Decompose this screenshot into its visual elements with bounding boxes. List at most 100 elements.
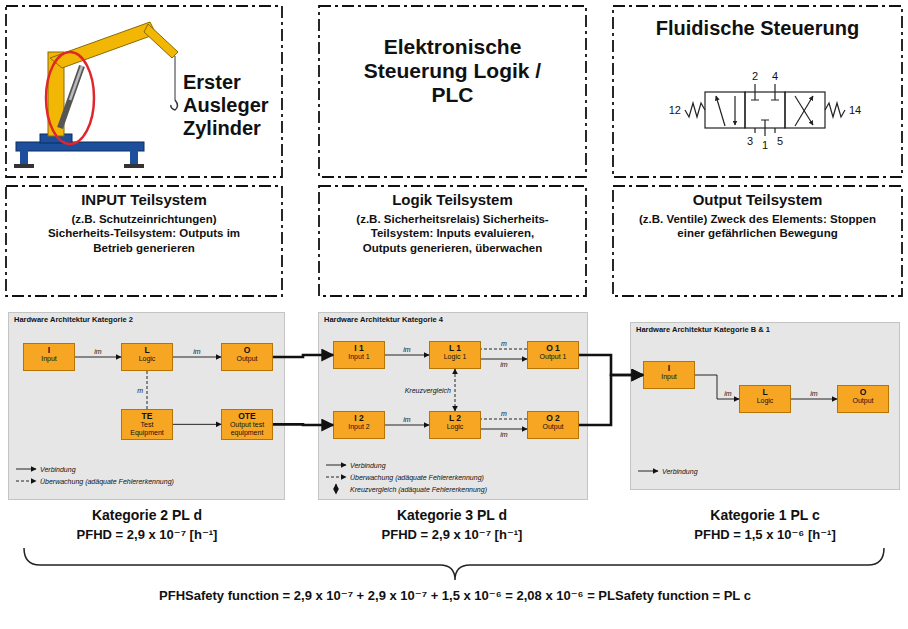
category-label: PFHD = 2,9 x 10⁻⁷ [h⁻¹] (382, 528, 523, 542)
node-heading: O (840, 388, 886, 397)
block-box: LLogic (739, 385, 791, 413)
block-box: L 2Logic (429, 411, 481, 439)
crane-illustration (171, 100, 178, 110)
node-heading: Erster Ausleger Zylinder (183, 71, 277, 140)
edge-label: im (499, 431, 508, 438)
node-body: Output 1 (530, 353, 576, 361)
component-box: Fluidische Steuerung (612, 5, 903, 178)
block-box: I 2Input 2 (333, 411, 385, 439)
crane-illustration (14, 22, 178, 168)
node-heading: TE (124, 412, 170, 421)
block-box: IInput (23, 343, 75, 371)
crane-illustration (50, 22, 156, 68)
legend-sample (325, 483, 347, 495)
architecture-panel: Hardware Architektur Kategorie 2 IInput LL… (8, 312, 285, 500)
node-body: Input 2 (336, 423, 382, 431)
connector (273, 355, 333, 357)
node-body: (z.B. Sicherheitsrelais) Sicherheits-Tei… (348, 212, 558, 255)
node-heading: Hardware Architektur Kategorie B & 1 (636, 326, 894, 334)
block-box: OOutput (221, 343, 273, 371)
node-heading: L (742, 388, 788, 397)
node-body: Logic (124, 355, 170, 363)
node-heading: I (26, 346, 72, 355)
dash-dot-outline (5, 5, 283, 178)
node-heading: Elektronische Steuerung Logik / PLC (364, 35, 542, 107)
category-label: Kategorie 3 PL d (397, 508, 507, 523)
port-number: 3 (747, 135, 753, 147)
dash-dot-outline (319, 6, 586, 177)
legend-text: Überwachung (adäquate Fehlererkennung) (350, 474, 484, 481)
dash-dot-outline (319, 186, 586, 296)
legend-item: Verbindung (637, 465, 698, 477)
node-heading: O 1 (530, 344, 576, 353)
legend-text: Verbindung (40, 466, 76, 473)
category-label: Kategorie 1 PL c (710, 508, 819, 523)
edge-label: Kreuzvergleich (404, 387, 452, 394)
legend-sample (16, 469, 36, 470)
subsystem-box: Logik Teilsystem(z.B. Sicherheitsrelais)… (318, 185, 587, 297)
edge-label: im (192, 348, 201, 355)
node-body: (z.B. Ventile) Zweck des Elements: Stopp… (635, 212, 880, 241)
crane-illustration (144, 24, 178, 58)
valve-symbol (734, 96, 735, 125)
valve-symbol (705, 92, 745, 128)
legend-item: Verbindung (15, 463, 76, 475)
edge-label: m (136, 387, 144, 394)
block-box: IInput (643, 361, 695, 389)
legend-text: Verbindung (662, 468, 698, 475)
summation-bracket (24, 548, 884, 580)
block-box: LLogic (121, 343, 173, 371)
node-body: Output (224, 355, 270, 363)
valve-symbol (825, 103, 845, 117)
connector (173, 357, 221, 358)
architecture-panel: Hardware Architektur Kategorie B & 1 IInp… (630, 322, 900, 490)
block-box: I 1Input 1 (333, 341, 385, 369)
valve-symbol (745, 92, 785, 128)
connector (579, 355, 643, 375)
legend-sample (326, 465, 346, 466)
node-body: Logic 1 (432, 353, 478, 361)
legend-sample (637, 465, 659, 477)
architecture-panel: Hardware Architektur Kategorie 4 I 1Input… (318, 312, 588, 500)
valve-symbol (685, 84, 845, 136)
dash-dot-outline (6, 6, 282, 177)
block-box: O 2Output (527, 411, 579, 439)
edge-label: im (723, 390, 732, 397)
edge-label: m (500, 410, 508, 417)
legend-text: Kreuzvergleich (adäquate Fehlererkennung… (350, 486, 487, 493)
valve-symbol (795, 96, 813, 125)
edge-label: im (402, 346, 411, 353)
connector-group (75, 349, 837, 429)
node-heading: L 1 (432, 344, 478, 353)
dash-dot-outline (613, 186, 902, 296)
node-heading: L 2 (432, 414, 478, 423)
connector (791, 399, 837, 400)
legend-sample (16, 481, 36, 482)
connector (481, 419, 527, 420)
connector (455, 369, 456, 411)
valve-symbol (774, 84, 775, 92)
legend-text: Verbindung (350, 462, 386, 469)
valve-symbol (754, 128, 755, 133)
edge-label: im (809, 390, 818, 397)
connector (75, 357, 121, 358)
node-body: Input (646, 373, 692, 381)
connector (481, 429, 527, 430)
valve-symbol (754, 84, 755, 92)
connector (385, 425, 429, 426)
block-box: OTEOutput test equipment (221, 409, 273, 440)
node-body: Output (530, 423, 576, 431)
node-heading: Hardware Architektur Kategorie 4 (324, 316, 582, 324)
node-body: Input 1 (336, 353, 382, 361)
crane-illustration (20, 150, 28, 165)
node-heading: Hardware Architektur Kategorie 2 (14, 316, 279, 324)
node-heading: O 2 (530, 414, 576, 423)
valve-symbol (795, 96, 813, 126)
edge-label: im (402, 416, 411, 423)
node-heading: Output Teilsystem (618, 191, 897, 209)
node-heading: I 2 (336, 414, 382, 423)
crane-illustration (70, 66, 82, 100)
node-body: (z.B. Schutzeinrichtungen) Sicherheits-T… (39, 212, 249, 255)
node-body: Output (840, 397, 886, 405)
category-label: PFHD = 1,5 x 10⁻⁶ [h⁻¹] (694, 528, 835, 542)
